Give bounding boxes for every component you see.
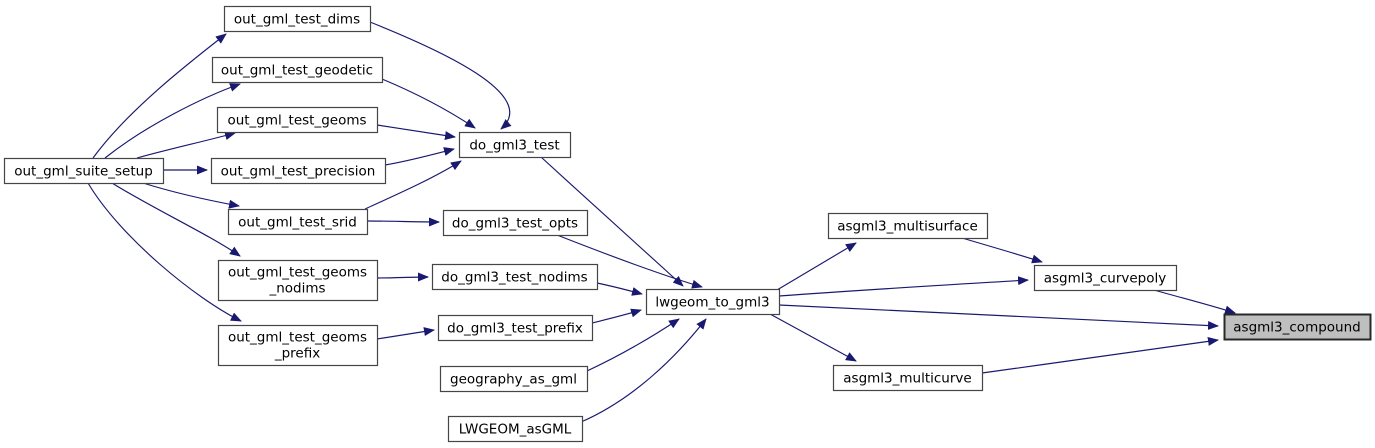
edge-out_gml_test_srid-to-do_gml3_test_opts	[366, 217, 440, 227]
edge-out_gml_test_precision-to-do_gml3_test	[384, 147, 455, 166]
edge-out_gml_test_geoms_prefix-to-do_gml3_test_prefix	[376, 327, 435, 340]
edge-out_gml_suite_setup-to-out_gml_test_geoms	[136, 131, 236, 159]
node-box-out_gml_test_dims	[223, 5, 372, 33]
node-box-out_gml_test_geoms_prefix	[217, 324, 379, 367]
node-out_gml_test_geoms_prefix[interactable]: out_gml_test_geoms_prefix	[217, 324, 379, 367]
node-do_gml3_test_opts[interactable]: do_gml3_test_opts	[442, 209, 589, 237]
edge-layer	[87, 21, 1236, 423]
node-box-lwgeom_to_gml3	[645, 288, 781, 316]
node-label-do_gml3_test_nodims: do_gml3_test_nodims	[441, 269, 587, 285]
node-box-out_gml_test_geoms_nodims	[217, 259, 379, 302]
node-label-LWGEOM_asGML: LWGEOM_asGML	[459, 421, 572, 437]
edge-asgml3_curvepoly-to-asgml3_compound	[1153, 289, 1236, 315]
node-label-do_gml3_test: do_gml3_test	[469, 137, 559, 153]
edge-asgml3_multicurve-to-asgml3_compound	[981, 336, 1219, 374]
edge-do_gml3_test_opts-to-lwgeom_to_gml3	[556, 234, 703, 289]
edge-lwgeom_to_gml3-to-asgml3_curvepoly	[778, 276, 1029, 297]
node-layer: out_gml_suite_setup out_gml_test_dims out_…	[3, 5, 1372, 443]
node-label-out_gml_test_geoms_prefix: out_gml_test_geoms_prefix	[228, 330, 367, 362]
node-box-asgml3_multicurve	[832, 364, 984, 392]
node-box-asgml3_curvepoly	[1033, 264, 1178, 292]
edge-out_gml_test_geodetic-to-do_gml3_test	[381, 78, 476, 129]
node-LWGEOM_asGML[interactable]: LWGEOM_asGML	[447, 415, 584, 443]
edge-lwgeom_to_gml3-to-asgml3_multicurve	[769, 313, 857, 362]
node-lwgeom_to_gml3[interactable]: lwgeom_to_gml3	[645, 288, 781, 316]
node-geography_as_gml[interactable]: geography_as_gml	[439, 365, 589, 393]
edge-LWGEOM_asGML-to-lwgeom_to_gml3	[580, 318, 707, 423]
node-box-out_gml_test_geodetic	[211, 56, 384, 84]
edge-out_gml_test_dims-to-do_gml3_test	[369, 21, 512, 130]
edge-out_gml_suite_setup-to-out_gml_test_srid	[142, 182, 240, 209]
node-label-out_gml_test_geoms_nodims: out_gml_test_geoms_nodims	[228, 265, 367, 297]
node-box-geography_as_gml	[439, 365, 589, 393]
node-out_gml_test_geoms_nodims[interactable]: out_gml_test_geoms_nodims	[217, 259, 379, 302]
node-label-asgml3_multicurve: asgml3_multicurve	[843, 370, 971, 386]
node-label-asgml3_compound: asgml3_compound	[1233, 319, 1360, 335]
node-box-do_gml3_test_prefix	[437, 314, 594, 342]
node-asgml3_multisurface[interactable]: asgml3_multisurface	[827, 212, 989, 240]
node-box-out_gml_test_precision	[210, 157, 387, 185]
node-label-out_gml_suite_setup: out_gml_suite_setup	[14, 163, 153, 179]
node-do_gml3_test_nodims[interactable]: do_gml3_test_nodims	[431, 263, 599, 291]
node-box-asgml3_multisurface	[827, 212, 989, 240]
edge-out_gml_test_geoms-to-do_gml3_test	[376, 124, 456, 140]
edge-out_gml_suite_setup-to-out_gml_test_geodetic	[104, 83, 241, 159]
edge-out_gml_suite_setup-to-out_gml_test_geoms_prefix	[87, 182, 242, 322]
node-box-asgml3_compound	[1223, 313, 1372, 341]
node-asgml3_curvepoly[interactable]: asgml3_curvepoly	[1033, 264, 1178, 292]
node-box-out_gml_test_srid	[227, 208, 369, 236]
node-asgml3_compound: asgml3_compound	[1223, 313, 1372, 341]
node-label-do_gml3_test_opts: do_gml3_test_opts	[452, 215, 578, 231]
node-label-out_gml_test_srid: out_gml_test_srid	[238, 214, 357, 230]
node-out_gml_test_precision[interactable]: out_gml_test_precision	[210, 157, 387, 185]
node-label-out_gml_test_precision: out_gml_test_precision	[221, 163, 376, 179]
edge-geography_as_gml-to-lwgeom_to_gml3	[586, 318, 680, 372]
node-box-do_gml3_test	[458, 131, 572, 159]
node-out_gml_test_dims[interactable]: out_gml_test_dims	[223, 5, 372, 33]
node-out_gml_test_geodetic[interactable]: out_gml_test_geodetic	[211, 56, 384, 84]
edge-do_gml3_test-to-lwgeom_to_gml3	[540, 156, 684, 287]
node-label-geography_as_gml: geography_as_gml	[450, 371, 577, 387]
node-out_gml_suite_setup[interactable]: out_gml_suite_setup	[3, 157, 165, 185]
node-label-out_gml_test_dims: out_gml_test_dims	[234, 11, 360, 27]
node-label-lwgeom_to_gml3: lwgeom_to_gml3	[655, 294, 769, 310]
node-label-asgml3_curvepoly: asgml3_curvepoly	[1044, 270, 1167, 286]
node-label-asgml3_multisurface: asgml3_multisurface	[837, 218, 978, 234]
edge-lwgeom_to_gml3-to-asgml3_multisurface	[776, 242, 857, 291]
edge-out_gml_test_geoms_nodims-to-do_gml3_test_nodims	[376, 272, 429, 282]
edge-out_gml_test_srid-to-do_gml3_test	[364, 160, 462, 210]
node-do_gml3_test_prefix[interactable]: do_gml3_test_prefix	[437, 314, 594, 342]
node-label-out_gml_test_geoms: out_gml_test_geoms	[227, 112, 366, 128]
node-label-do_gml3_test_prefix: do_gml3_test_prefix	[447, 320, 583, 336]
edge-asgml3_multisurface-to-asgml3_curvepoly	[961, 237, 1043, 264]
node-box-do_gml3_test_opts	[442, 209, 589, 237]
edge-out_gml_suite_setup-to-out_gml_test_dims	[92, 33, 227, 159]
node-label-out_gml_test_geodetic: out_gml_test_geodetic	[221, 62, 373, 78]
edge-out_gml_suite_setup-to-out_gml_test_geoms_nodims	[111, 182, 241, 257]
node-asgml3_multicurve[interactable]: asgml3_multicurve	[832, 364, 984, 392]
node-box-out_gml_suite_setup	[3, 157, 165, 185]
node-box-out_gml_test_geoms	[216, 106, 379, 134]
node-box-LWGEOM_asGML	[447, 415, 584, 443]
node-box-do_gml3_test_nodims	[431, 263, 599, 291]
edge-do_gml3_test_prefix-to-lwgeom_to_gml3	[591, 308, 642, 324]
node-out_gml_test_srid[interactable]: out_gml_test_srid	[227, 208, 369, 236]
edge-do_gml3_test_nodims-to-lwgeom_to_gml3	[596, 282, 643, 296]
node-do_gml3_test[interactable]: do_gml3_test	[458, 131, 572, 159]
edge-lwgeom_to_gml3-to-asgml3_compound	[778, 304, 1219, 331]
node-out_gml_test_geoms[interactable]: out_gml_test_geoms	[216, 106, 379, 134]
